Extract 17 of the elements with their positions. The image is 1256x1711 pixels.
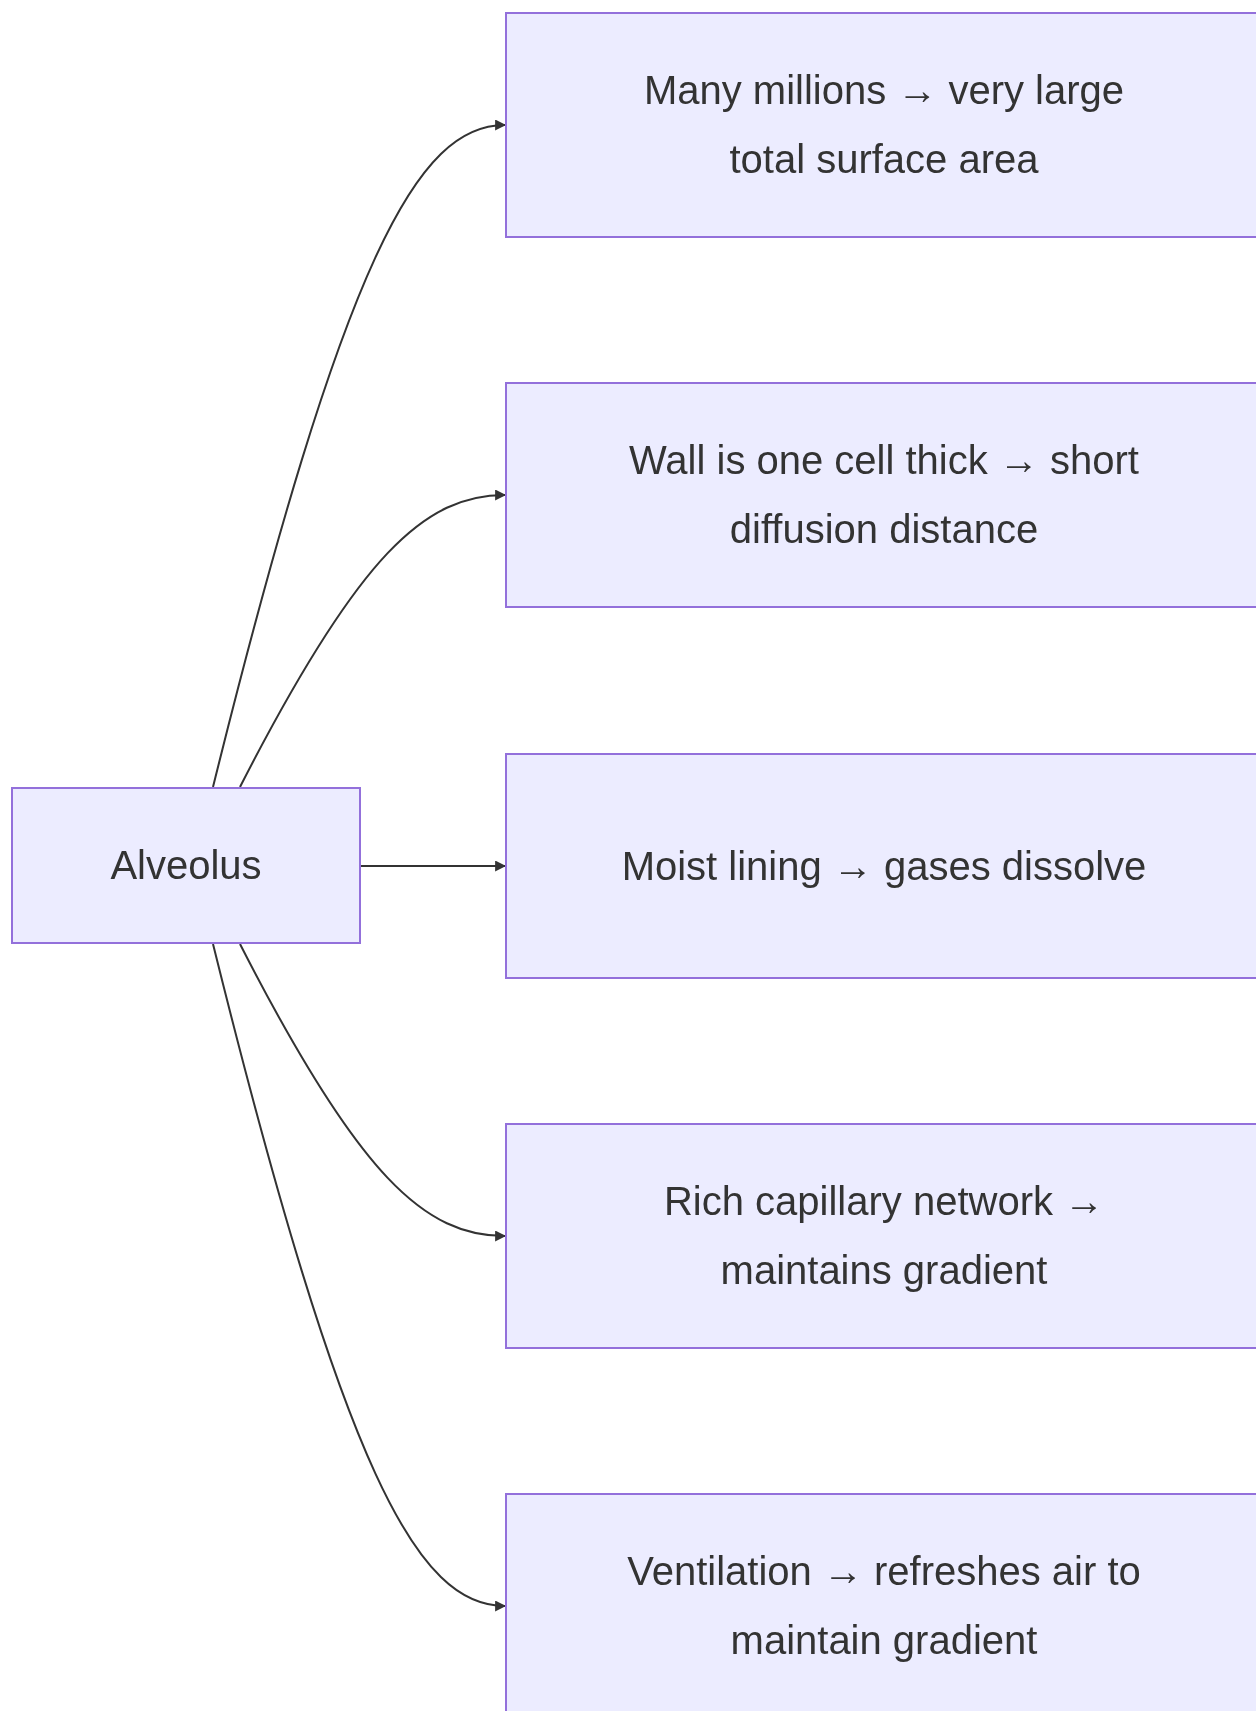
process-box	[505, 12, 1256, 238]
arrow	[212, 943, 507, 1611]
arrow	[360, 860, 507, 872]
process-box	[505, 382, 1256, 608]
node-label: Alveolus	[110, 842, 262, 889]
process-box	[505, 1123, 1256, 1349]
node-label: Wall is one cell thick → short diffusion distance	[628, 437, 1140, 553]
arrow	[239, 943, 507, 1241]
process-box	[505, 1493, 1256, 1711]
node-label: Ventilation → refreshes air to maintain gradient	[626, 1548, 1142, 1664]
arrow	[212, 120, 507, 788]
node-label: Rich capillary network → maintains gradient	[662, 1178, 1106, 1294]
arrow	[239, 490, 507, 788]
node-label: Moist lining → gases dissolve	[621, 842, 1147, 890]
node-label: Many millions → very large total surface area	[642, 67, 1126, 183]
process-box	[505, 753, 1256, 979]
process-box	[11, 787, 361, 944]
